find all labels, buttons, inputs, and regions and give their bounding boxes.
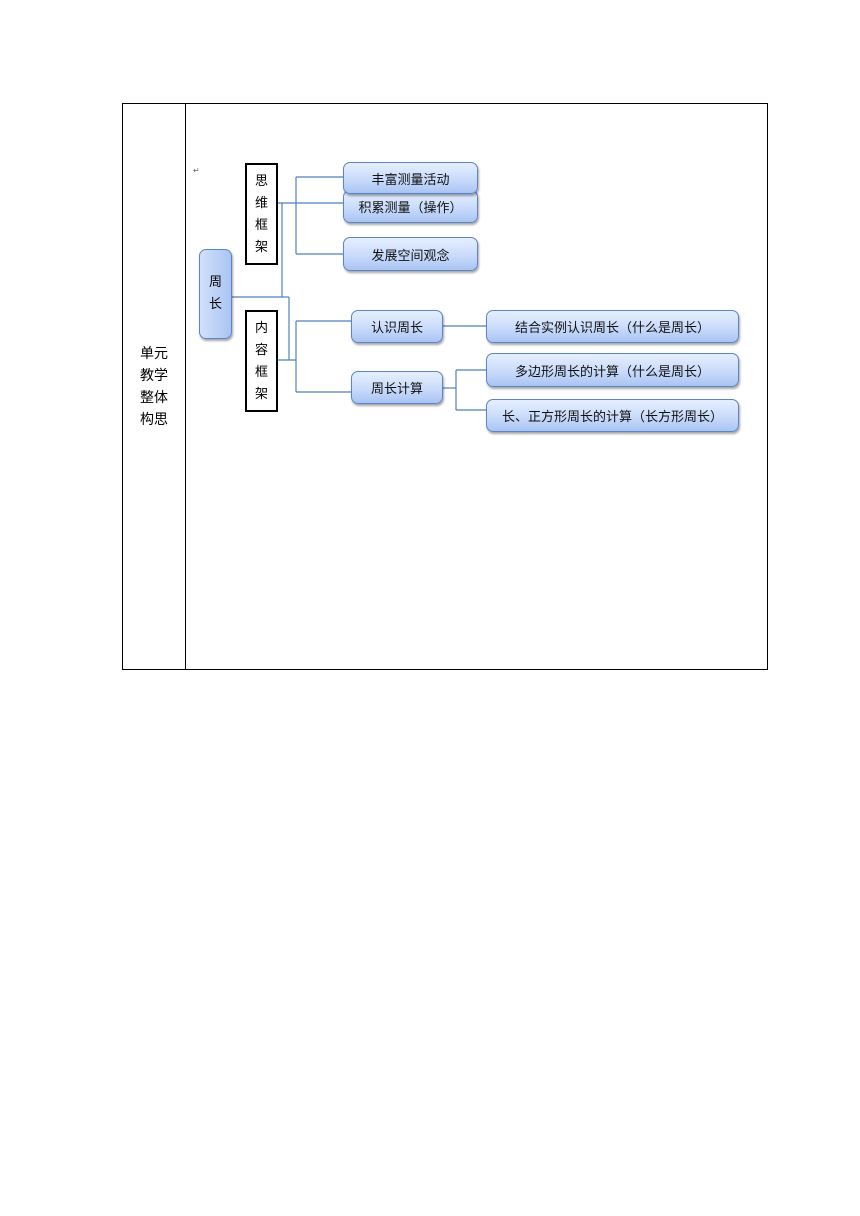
column-divider (185, 104, 186, 669)
root-node: 周长 (199, 249, 232, 339)
node-example-perimeter: 结合实例认识周长（什么是周长） (486, 310, 739, 343)
root-label: 周长 (208, 275, 222, 312)
node-calc-label: 周长计算 (370, 382, 423, 397)
branch-thinking-label: 思维框架 (254, 174, 268, 255)
node-rich-measurement: 丰富测量活动 (343, 162, 478, 194)
left-header-label: 单元教学整体构思 (140, 345, 168, 428)
node-spatial-label: 发展空间观念 (371, 248, 450, 264)
node-perimeter-calc: 周长计算 (351, 371, 443, 404)
node-rect-square-perimeter: 长、正方形周长的计算（长方形周长） (486, 399, 739, 432)
node-know-perimeter: 认识周长 (351, 310, 443, 343)
node-know-label: 认识周长 (370, 321, 423, 336)
paragraph-mark: ↵ (193, 166, 200, 175)
node-accumulate-measurement: 积累测量（操作） (343, 190, 478, 223)
node-rich-label: 丰富测量活动 (371, 172, 450, 188)
content-table: 单元教学整体构思 (122, 103, 768, 670)
branch-content-label: 内容框架 (254, 321, 268, 402)
node-accumulate-label: 积累测量（操作） (358, 201, 463, 216)
node-rect-label: 长、正方形周长的计算（长方形周长） (501, 410, 723, 425)
node-polygon-label: 多边形周长的计算（什么是周长） (514, 364, 710, 380)
node-example-label: 结合实例认识周长（什么是周长） (514, 321, 710, 336)
left-header-cell: 单元教学整体构思 (123, 104, 185, 669)
node-spatial-concept: 发展空间观念 (343, 237, 478, 271)
branch-thinking-framework: 思维框架 (245, 163, 278, 265)
branch-content-framework: 内容框架 (245, 310, 278, 412)
node-polygon-perimeter: 多边形周长的计算（什么是周长） (486, 353, 739, 387)
